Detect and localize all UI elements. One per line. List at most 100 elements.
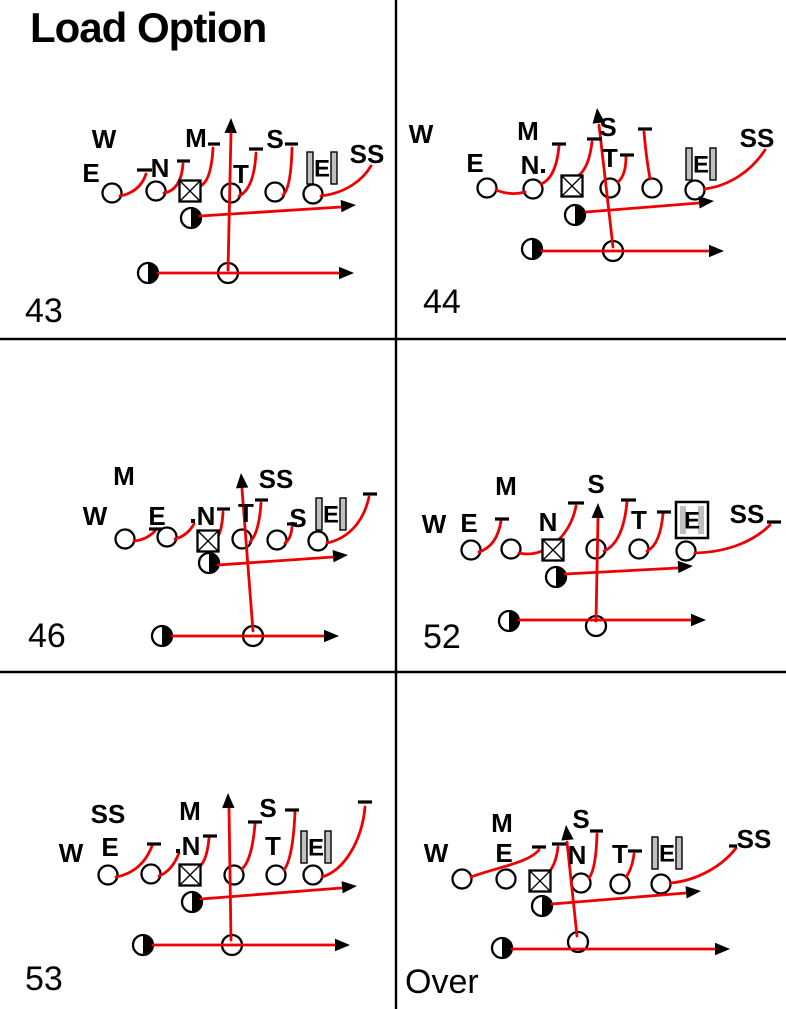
center-square-x — [529, 870, 551, 892]
block-path — [587, 832, 599, 880]
center-square-x — [561, 175, 583, 197]
leadback-path-arrowhead — [340, 199, 356, 213]
block-path — [539, 144, 561, 186]
block-path — [325, 495, 371, 545]
block-path — [477, 519, 503, 554]
block-tick — [249, 147, 263, 151]
block-tick — [149, 527, 162, 531]
deepback-fill — [502, 938, 512, 958]
oline-circle — [114, 528, 136, 550]
block-tick — [203, 834, 217, 838]
block-tick — [552, 842, 566, 846]
leadback-path-arrowhead — [698, 196, 714, 209]
block-path — [173, 522, 196, 541]
leadback-path-arrowhead — [341, 881, 357, 894]
oline-circle — [599, 177, 621, 199]
defender-bracket-E: E — [300, 830, 332, 864]
qb-keep-path-arrowhead — [222, 793, 235, 809]
defender-label-E-special: E — [308, 835, 324, 862]
defender-label-E-special: E — [314, 156, 330, 183]
leadback-path-arrowhead — [677, 560, 693, 574]
oline-circle — [609, 873, 631, 895]
block-tick — [285, 142, 298, 146]
oline-circle — [156, 526, 178, 548]
block-tick — [587, 137, 602, 141]
defender-label-W: W — [92, 124, 117, 154]
defender-label-T: T — [602, 143, 618, 173]
qb-keep-path — [594, 516, 600, 623]
defender-label-E-special: E — [684, 508, 700, 535]
oline-circle — [460, 539, 482, 561]
block-tick — [532, 845, 546, 849]
qb-circle — [566, 930, 590, 954]
e-bracket-bar — [306, 151, 314, 185]
defender-label-S: S — [289, 503, 306, 533]
oline-circle — [264, 181, 286, 203]
defender-label-N: N — [539, 507, 558, 537]
block-tick — [287, 522, 297, 526]
defender-label-T: T — [265, 831, 281, 861]
e-bracket-bar — [324, 830, 332, 864]
oline-circle — [307, 530, 329, 552]
qb-keep-path — [565, 840, 579, 938]
center-square-x — [179, 864, 201, 886]
defender-label-E: E — [495, 838, 512, 868]
oline-circle — [223, 864, 245, 886]
qb-keep-path — [597, 123, 615, 249]
defender-label-S: S — [599, 112, 616, 142]
oline-circle — [101, 182, 123, 204]
block-path — [669, 846, 738, 885]
defender-label-E-special: E — [323, 502, 339, 529]
defender-label-T: T — [238, 498, 254, 528]
block-path — [237, 151, 258, 198]
defender-boxed-E: E — [674, 500, 710, 540]
defender-label-E: E — [460, 508, 477, 538]
page-title: Load Option — [30, 4, 267, 51]
nearback-fill — [575, 205, 585, 225]
defender-label-S: S — [266, 124, 283, 154]
e-bracket-bar — [300, 830, 308, 864]
block-tick — [363, 492, 377, 496]
e-bracket-bar — [339, 497, 347, 531]
leadback-path-arrowhead — [685, 886, 701, 899]
defender-label-T: T — [631, 505, 647, 535]
front-label: 53 — [25, 960, 63, 998]
leadback-path — [198, 205, 343, 218]
defender-label-SS: SS — [737, 824, 772, 854]
pitchback-path-arrowhead — [715, 942, 730, 956]
qb-keep-path — [226, 131, 233, 272]
defender-label-S: S — [587, 469, 604, 499]
qb-keep-path-arrowhead — [591, 503, 604, 519]
block-tick — [137, 168, 152, 172]
block-tick — [628, 849, 642, 853]
oline-circle — [302, 183, 324, 205]
front-label: 43 — [25, 292, 63, 330]
block-tick — [208, 142, 220, 146]
block-tick — [552, 142, 566, 146]
oline-circle — [451, 868, 473, 890]
block-tick — [767, 520, 781, 524]
center-square-x — [179, 180, 201, 202]
front-label: 46 — [28, 617, 66, 655]
defender-bracket-E: E — [315, 497, 347, 531]
e-bracket-bar — [685, 147, 693, 181]
defender-label-W: W — [83, 501, 108, 531]
e-bracket-bar — [330, 151, 338, 185]
defender-label-T: T — [612, 839, 628, 869]
qb-keep-path-arrowhead — [235, 473, 249, 489]
qb-keep-path — [227, 806, 233, 942]
block-tick — [285, 808, 299, 812]
block-tick — [217, 507, 230, 511]
block-path — [281, 146, 294, 197]
nearback-fill — [192, 892, 202, 912]
block-path — [283, 525, 294, 545]
qb-keep-path-arrowhead — [592, 108, 605, 124]
defender-label-M: M — [179, 796, 201, 826]
pitchback-path-arrowhead — [335, 938, 350, 952]
